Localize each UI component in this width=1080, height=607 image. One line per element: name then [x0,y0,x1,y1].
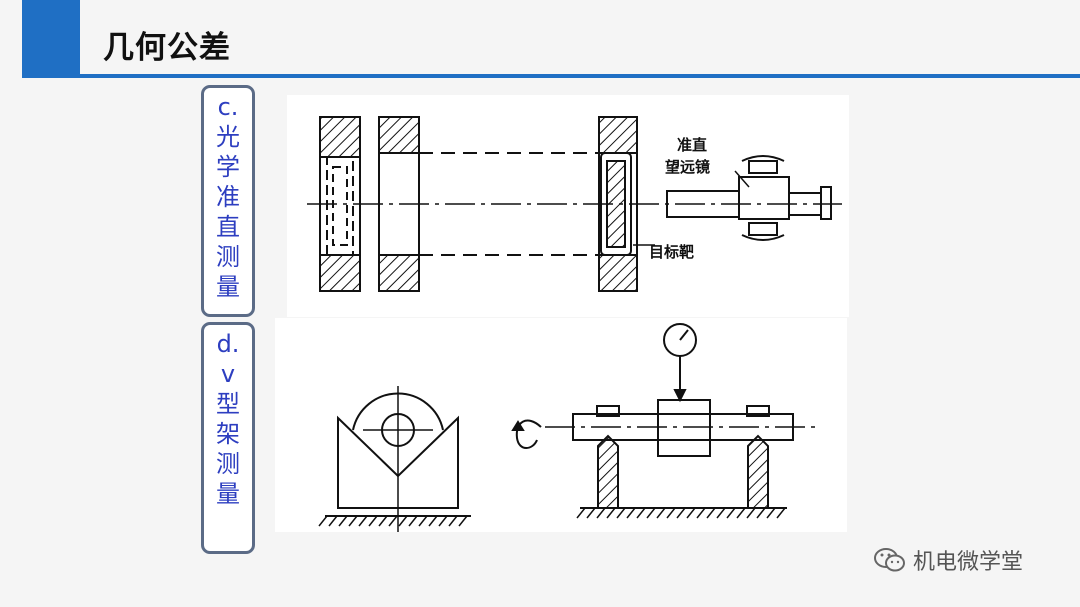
watermark: 机电微学堂 [873,545,1023,575]
optical-collimation-diagram: 准直 望远镜 目标靶 [287,95,849,317]
v-block-diagram [275,318,847,532]
page-title: 几何公差 [103,30,231,66]
watermark-text: 机电微学堂 [913,550,1024,575]
wechat-icon [874,548,905,572]
telescope-label: 准直 [677,136,707,154]
section-label-optical-collimation: c. 光 学 准 直 测 量 [201,85,255,317]
telescope-label-line2: 望远镜 [665,158,710,176]
header-divider [22,74,1080,78]
header-accent-block [22,0,80,78]
target-label: 目标靶 [649,243,694,261]
section-label-v-block: d. v 型 架 测 量 [201,322,255,554]
